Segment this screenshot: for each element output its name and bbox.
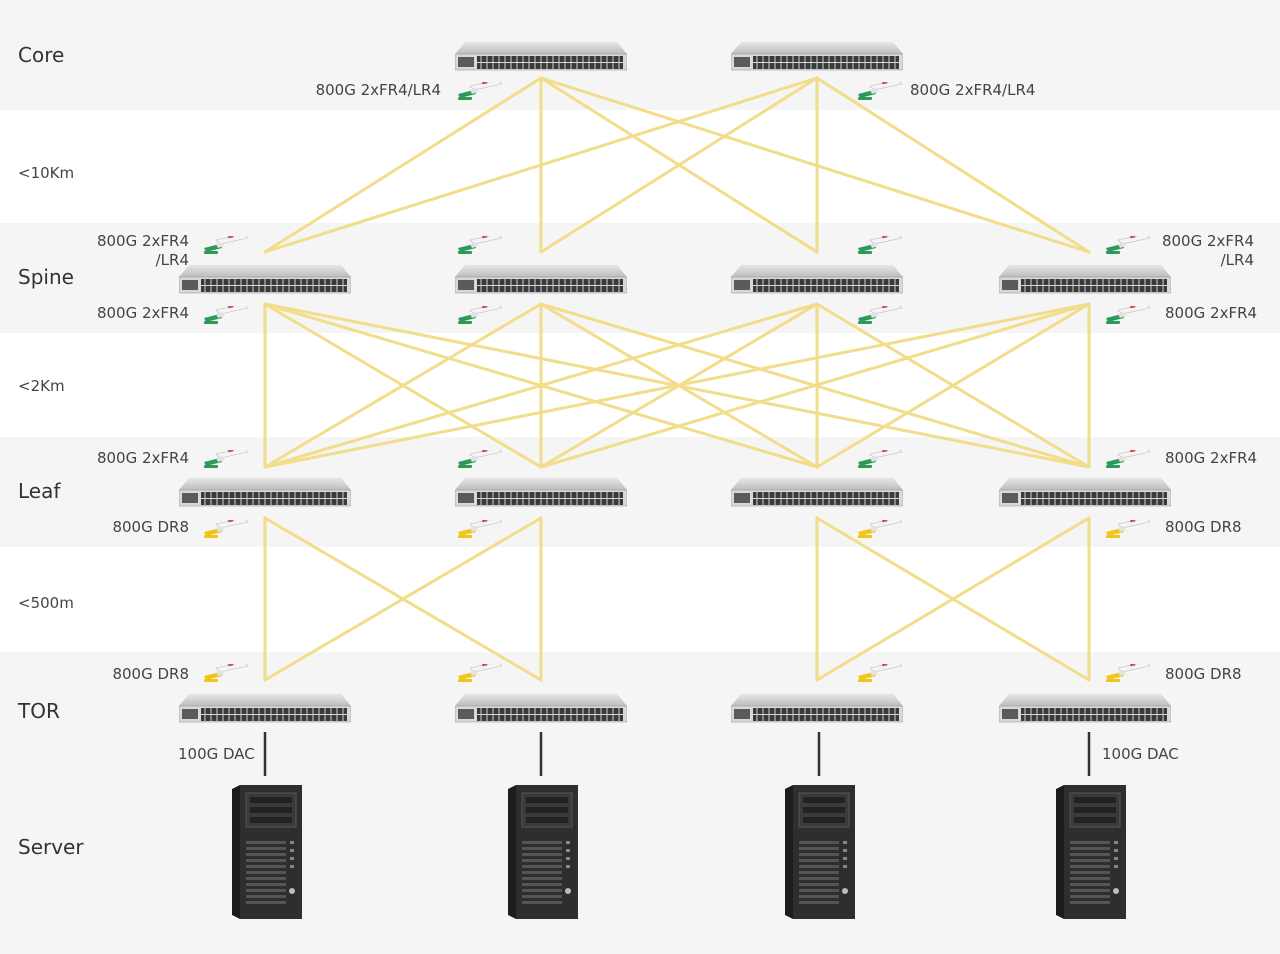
leaf-switch — [455, 478, 627, 507]
module-label-spine-up-left: 800G 2xFR4 /LR4 — [97, 232, 189, 270]
tor-server-cables — [263, 732, 1091, 776]
core-spine-links — [263, 76, 1091, 254]
module-label-spine-down-right: 800G 2xFR4 — [1165, 304, 1258, 322]
cable-label-right: 100G DAC — [1102, 745, 1179, 763]
module-label-spine-down-left: 800G 2xFR4 — [96, 304, 189, 322]
server-tower-icon — [785, 785, 855, 919]
module-label-tor-up-left: 800G DR8 — [112, 665, 189, 683]
module-label-spine-up-right: 800G 2xFR4 /LR4 — [1162, 232, 1254, 270]
core-switch — [731, 42, 903, 71]
core-switch — [455, 42, 627, 71]
module-label-leaf-up-right: 800G 2xFR4 — [1165, 449, 1258, 467]
spine-switch — [999, 265, 1171, 294]
leaf-switch — [999, 478, 1171, 507]
leaf-switch — [731, 478, 903, 507]
module-label-tor-up-right: 800G DR8 — [1165, 665, 1242, 683]
core-band — [0, 0, 1280, 110]
tier-label-tor: TOR — [18, 699, 60, 723]
module-label-leaf-up-left: 800G 2xFR4 — [96, 449, 189, 467]
tier-label-core: Core — [18, 43, 65, 67]
module-label-line: 800G 2xFR4 — [1161, 232, 1254, 250]
tier-label-leaf: Leaf — [18, 479, 61, 503]
leaf-switch — [179, 478, 351, 507]
spine-switch — [731, 265, 903, 294]
distance-leaf-tor: <500m — [18, 594, 74, 612]
module-label-core-right: 800G 2xFR4/LR4 — [910, 81, 1036, 99]
distance-core-spine: <10Km — [18, 164, 75, 182]
module-label-line: /LR4 — [155, 251, 189, 269]
tier-label-spine: Spine — [18, 265, 74, 289]
tier-label-server: Server — [18, 835, 84, 859]
module-label-leaf-down-left: 800G DR8 — [112, 518, 189, 536]
server-tower-icon — [1056, 785, 1126, 919]
spine-switch — [455, 265, 627, 294]
tor-switch — [999, 694, 1171, 723]
tor-switch — [179, 694, 351, 723]
spine-switch — [179, 265, 351, 294]
tor-switch — [455, 694, 627, 723]
distance-spine-leaf: <2Km — [18, 377, 65, 395]
module-label-core-left: 800G 2xFR4/LR4 — [315, 81, 441, 99]
cable-label-left: 100G DAC — [178, 745, 255, 763]
tor-switch — [731, 694, 903, 723]
spine-leaf-links — [263, 302, 1091, 469]
module-label-leaf-down-right: 800G DR8 — [1165, 518, 1242, 536]
server-tower-icon — [508, 785, 578, 919]
server-tower-icon — [232, 785, 302, 919]
module-label-line: /LR4 — [1220, 251, 1254, 269]
leaf-tor-links — [263, 516, 1091, 682]
module-label-line: 800G 2xFR4 — [96, 232, 189, 250]
